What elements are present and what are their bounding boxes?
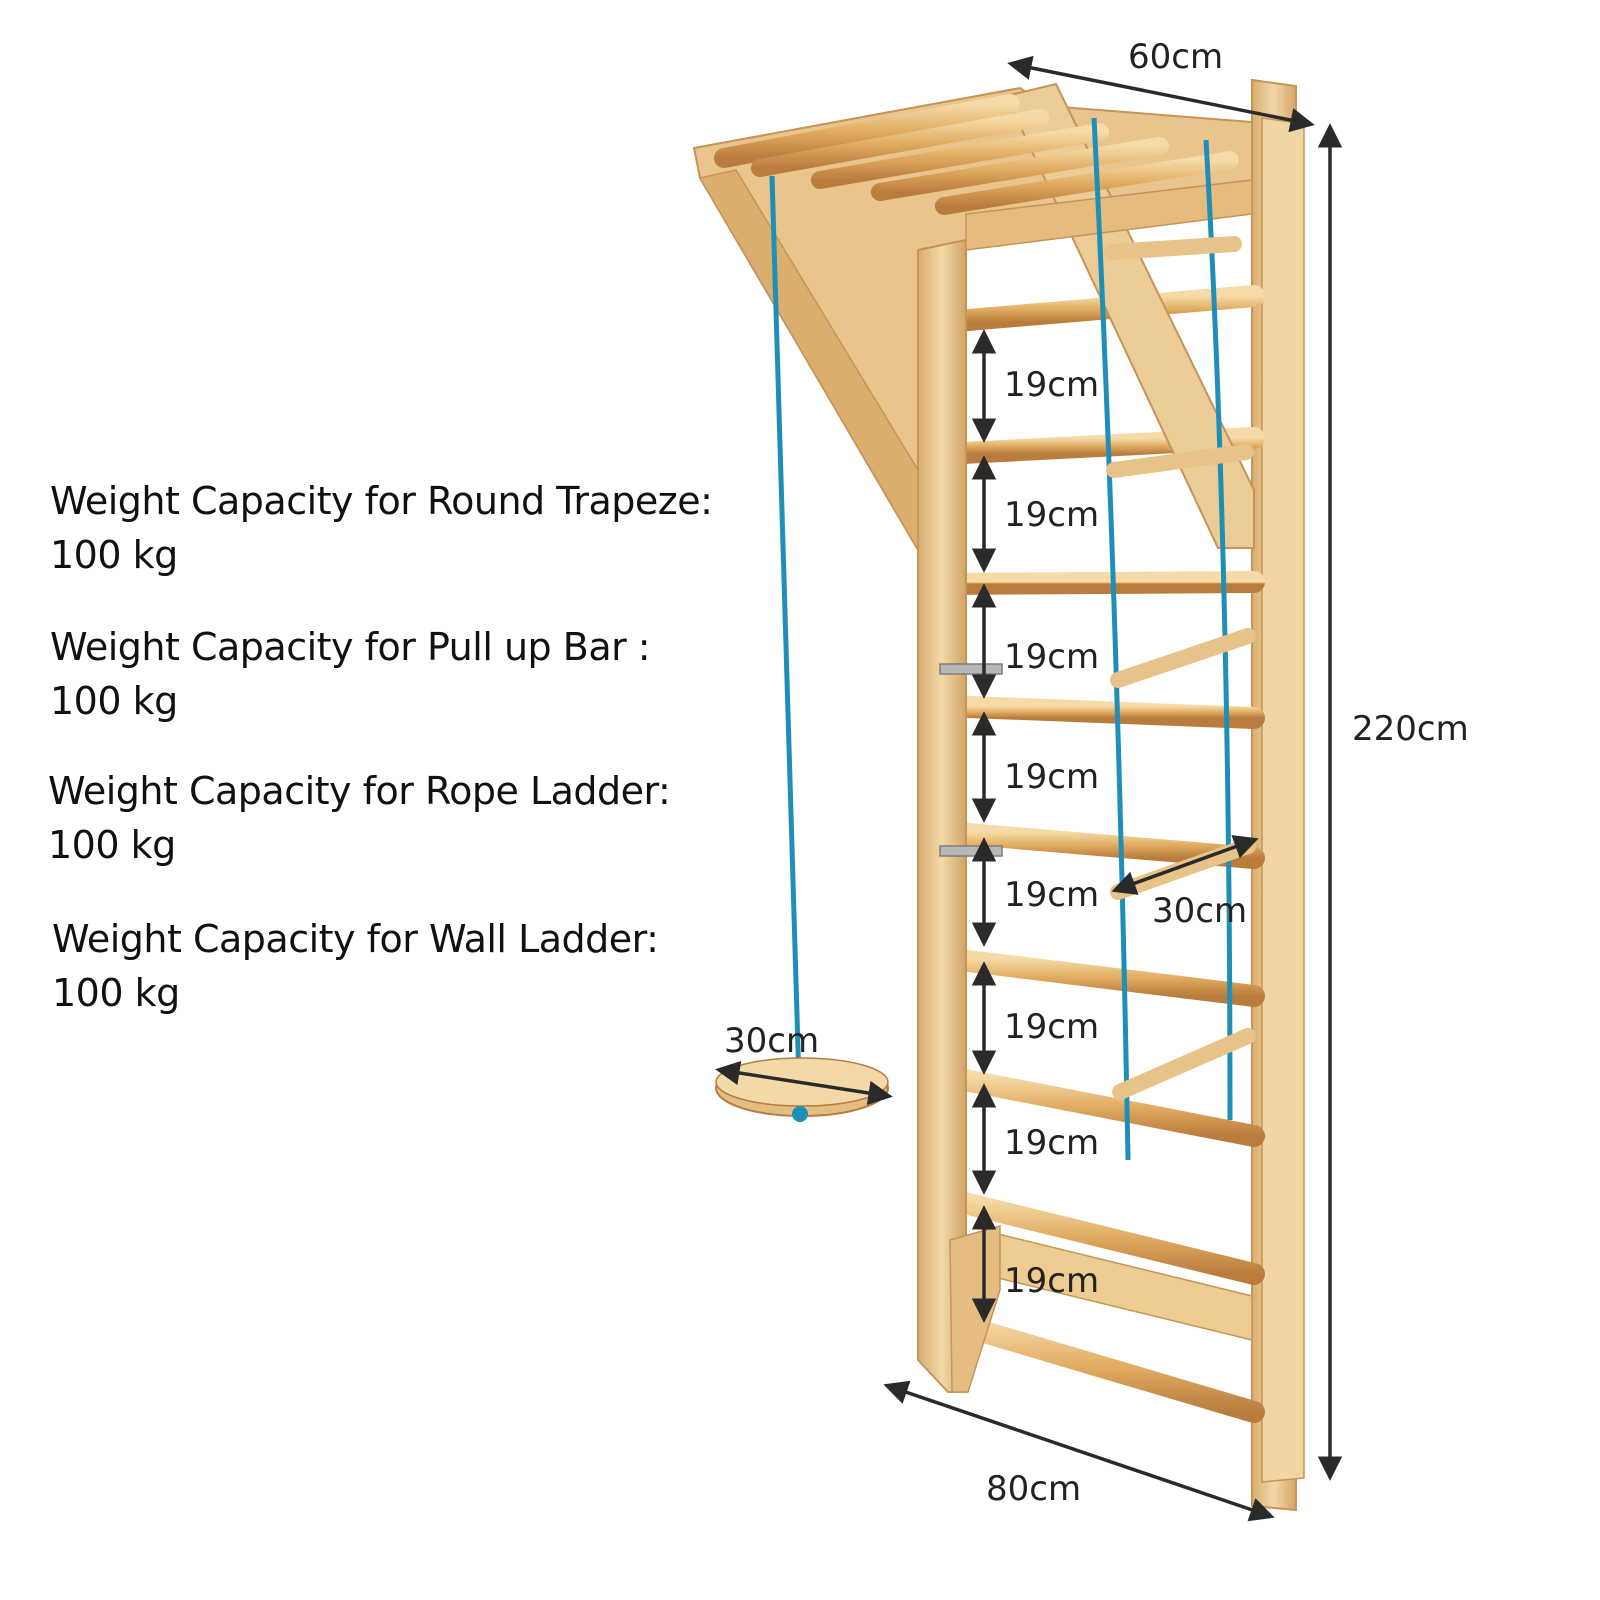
spacing-label-3: 19cm bbox=[1004, 637, 1099, 677]
disc-arrow bbox=[715, 1060, 893, 1106]
spacing-label-6: 19cm bbox=[1004, 1007, 1099, 1047]
width-arrow bbox=[883, 1380, 1275, 1522]
spacing-label-8: 19cm bbox=[1004, 1261, 1099, 1301]
pull-up-frame bbox=[692, 82, 1255, 554]
height-label: 220cm bbox=[1352, 709, 1469, 749]
rope-rung-arrow bbox=[1111, 835, 1259, 895]
spacing-label-1: 19cm bbox=[1004, 365, 1099, 405]
wall-bracket bbox=[939, 663, 1003, 857]
spacing-label-7: 19cm bbox=[1004, 1123, 1099, 1163]
dimension-arrows bbox=[715, 55, 1343, 1522]
width-label: 80cm bbox=[986, 1469, 1081, 1509]
spacing-label-5: 19cm bbox=[1004, 875, 1099, 915]
spacing-label-2: 19cm bbox=[1004, 495, 1099, 535]
disc-label: 30cm bbox=[724, 1021, 819, 1061]
rope-rung-label: 30cm bbox=[1152, 891, 1247, 931]
dimension-labels: 60cm 220cm 80cm 19cm 19cm 19cm 19cm 19cm… bbox=[724, 37, 1469, 1509]
left-front-post bbox=[917, 213, 967, 1393]
rope-ladder bbox=[1091, 117, 1256, 1161]
depth-arrow bbox=[1007, 55, 1315, 133]
depth-label: 60cm bbox=[1128, 37, 1223, 77]
spacing-label-4: 19cm bbox=[1004, 757, 1099, 797]
left-front-post-foot bbox=[949, 1225, 1001, 1393]
right-rear-post-face bbox=[1261, 117, 1305, 1483]
